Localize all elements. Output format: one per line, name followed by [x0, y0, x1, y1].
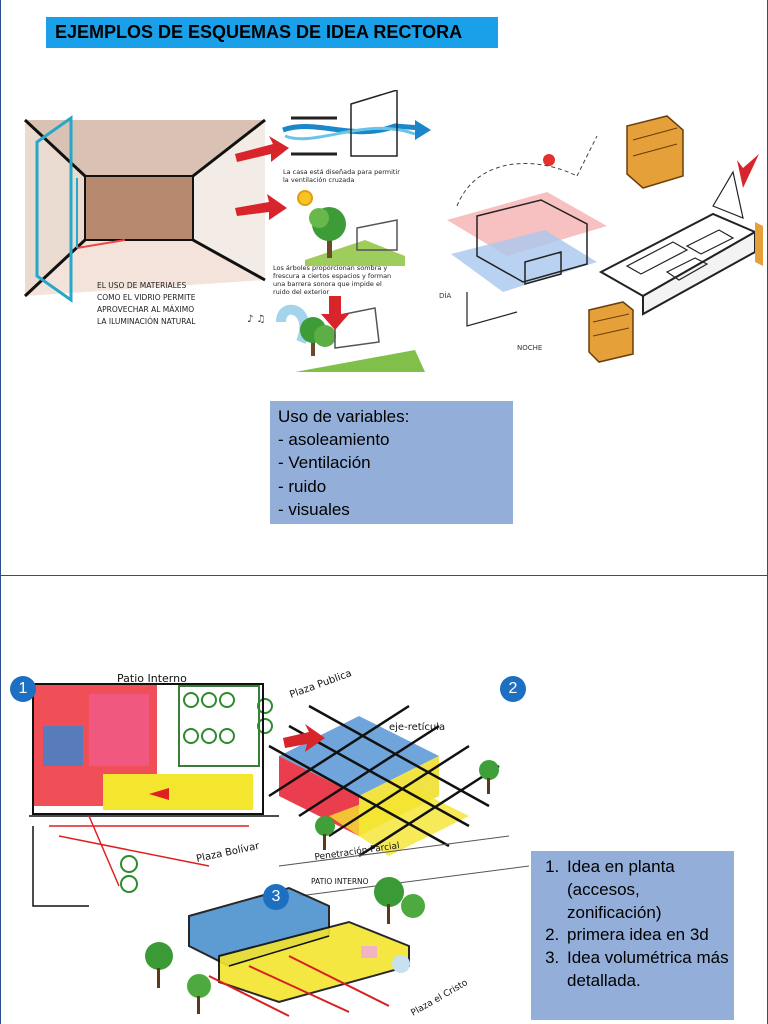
- note-main-line-2: COMO EL VIDRIO PERMITE: [97, 293, 196, 302]
- variable-item: - visuales: [278, 499, 350, 519]
- note-arboles-line-4: ruido del exterior: [273, 288, 329, 296]
- steps-box: Idea en planta (accesos, zonificación) p…: [531, 851, 734, 1020]
- note-main-line-1: EL USO DE MATERIALES: [97, 281, 187, 290]
- sketch-day-night-volumes: DÍA NOCHE: [437, 96, 768, 376]
- svg-text:EL USO DE MATERIALES C: EL USO DE MATERIALES COMO EL VIDRIO PERM…: [97, 281, 198, 326]
- step-item: Idea en planta (accesos, zonificación): [564, 856, 730, 924]
- svg-text:La casa está diseñada para per: La casa está diseñada para permitir la v…: [283, 168, 402, 184]
- note-arboles-line-3: una barrera sonora que impide el: [273, 280, 382, 288]
- label-patio-interno: Patio Interno: [117, 672, 187, 685]
- step-item: Idea volumétrica más detallada.: [564, 947, 730, 993]
- label-plaza-publica: Plaza Publica: [288, 668, 353, 701]
- label-plaza-el-cristo: Plaza el Cristo: [410, 978, 471, 1019]
- note-ventilacion-line-2: la ventilación cruzada: [283, 176, 354, 184]
- step-item: primera idea en 3d: [564, 924, 730, 947]
- step-badge-3: 3: [263, 884, 289, 910]
- note-arboles-line-1: Los árboles proporcionan sombra y: [273, 264, 387, 272]
- label-patio-interno-caps: PATIO INTERNO: [311, 877, 369, 886]
- steps-list: Idea en planta (accesos, zonificación) p…: [537, 856, 730, 993]
- label-noche: NOCHE: [517, 344, 542, 352]
- variable-item: - ruido: [278, 476, 327, 496]
- slide-1: EJEMPLOS DE ESQUEMAS DE IDEA RECTORA: [0, 0, 768, 576]
- sketch-plan-and-volumes: Patio Interno Plaza Publica eje-retícula…: [29, 666, 541, 1024]
- note-main-line-3: APROVECHAR AL MÁXIMO: [97, 305, 194, 314]
- sketch-lighting-ventilation: ♪ ♫ EL USO DE MATERIALES COMO EL VIDRIO …: [15, 90, 435, 382]
- note-arboles-line-2: frescura a ciertos espacios y forman: [273, 272, 391, 280]
- svg-text:♪ ♫: ♪ ♫: [247, 314, 266, 325]
- slide-2: Patio Interno Plaza Publica eje-retícula…: [0, 576, 768, 1024]
- step-badge-1: 1: [10, 676, 36, 702]
- variables-box: Uso de variables: - asoleamiento - Venti…: [270, 401, 513, 524]
- svg-text:Los árboles proporcionan sombr: Los árboles proporcionan sombra y frescu…: [273, 264, 393, 296]
- note-ventilacion-line-1: La casa está diseñada para permitir: [283, 168, 400, 176]
- label-plaza-bolivar: Plaza Bolívar: [195, 840, 261, 865]
- slide-title: EJEMPLOS DE ESQUEMAS DE IDEA RECTORA: [46, 17, 498, 48]
- step-badge-2: 2: [500, 676, 526, 702]
- variables-heading: Uso de variables:: [278, 407, 410, 426]
- label-dia: DÍA: [439, 291, 451, 300]
- variable-item: - Ventilación: [278, 453, 371, 473]
- label-eje-reticula: eje-retícula: [389, 721, 445, 733]
- note-main-line-4: LA ILUMINACIÓN NATURAL: [97, 317, 196, 326]
- variable-item: - asoleamiento: [278, 430, 390, 450]
- label-penetracion: Penetración Parcial: [314, 840, 400, 863]
